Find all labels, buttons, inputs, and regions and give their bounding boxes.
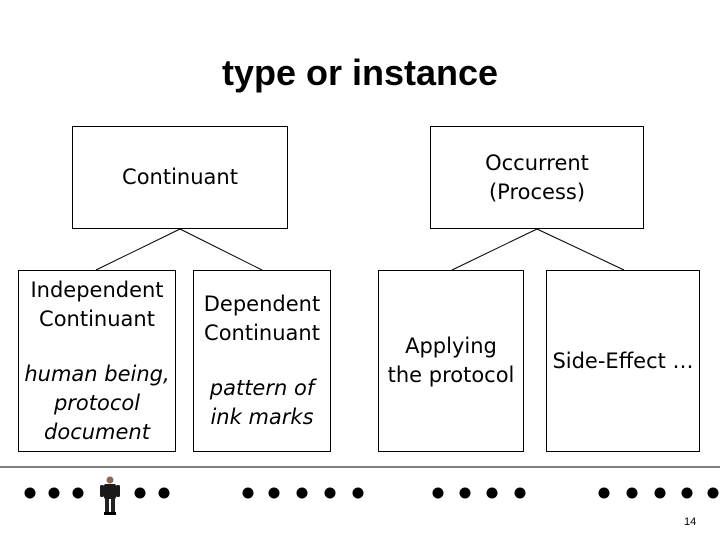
timeline-dot [598, 487, 610, 499]
continuant-label: Continuant [122, 165, 238, 189]
dependent-example-line-2: ink marks [210, 405, 314, 429]
timeline-dot [707, 487, 719, 499]
page-title: type or instance [221, 52, 499, 93]
independent-example-line-1: human being, [24, 361, 170, 386]
connector-occurrent-applying [451, 228, 538, 271]
independent-example-line-3: document [44, 419, 150, 444]
timeline-dot [486, 487, 498, 499]
timeline-dot [24, 487, 36, 499]
applying-protocol-box: Applying the protocol [378, 270, 524, 452]
occurrent-label: Occurrent [485, 150, 589, 175]
independent-label-line-1: Independent [30, 277, 164, 302]
timeline-dot [432, 487, 444, 499]
connector-continuant-independent [95, 228, 181, 271]
side-effect-box: Side-Effect … [546, 270, 700, 452]
occurrent-sublabel: (Process) [488, 179, 586, 204]
timeline-dot [134, 487, 146, 499]
dependent-label-line-1: Dependent [203, 292, 321, 316]
independent-continuant-box: Independent Continuant human being, prot… [18, 270, 176, 452]
timeline-dot [514, 487, 526, 499]
continuant-box: Continuant [72, 126, 288, 229]
dependent-example-line-1: pattern of [209, 376, 315, 400]
connector-occurrent-side-effect [536, 228, 625, 271]
person-figure-icon [100, 476, 120, 515]
timeline-dot [48, 487, 60, 499]
timeline-dot [626, 487, 638, 499]
timeline-dot [72, 487, 84, 499]
timeline-dot [681, 487, 693, 499]
timeline-dot [296, 487, 308, 499]
timeline-dot [459, 487, 471, 499]
dependent-label-line-2: Continuant [204, 321, 320, 345]
applying-label-line-2: the protocol [387, 363, 515, 387]
connector-continuant-dependent [179, 228, 263, 271]
dependent-continuant-box: Dependent Continuant pattern of ink mark… [193, 270, 331, 452]
independent-label-line-2: Continuant [39, 306, 155, 331]
timeline-dots [24, 487, 719, 499]
timeline-dot [352, 487, 364, 499]
applying-label-line-1: Applying [405, 334, 497, 358]
side-effect-label: Side-Effect … [552, 348, 694, 373]
timeline-dot [324, 487, 336, 499]
timeline-dot [158, 487, 170, 499]
timeline-dot [654, 487, 666, 499]
timeline-dot [242, 487, 254, 499]
timeline-dot [268, 487, 280, 499]
page-number: 14 [684, 516, 697, 528]
occurrent-box: Occurrent (Process) [430, 126, 644, 229]
independent-example-line-2: protocol [53, 390, 141, 415]
